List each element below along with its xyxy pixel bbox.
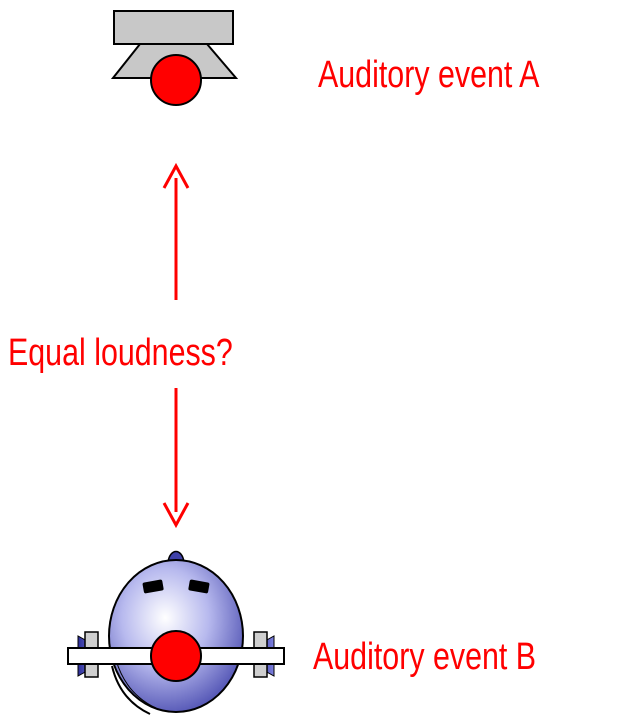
loudspeaker-icon — [110, 10, 239, 106]
auditory-event-b-label: Auditory event B — [313, 636, 537, 678]
auditory-event-a-label: Auditory event A — [318, 54, 540, 96]
equal-loudness-question: Equal loudness? — [8, 332, 233, 374]
double-arrow-icon — [162, 162, 190, 529]
listener-head-with-headphones-icon — [67, 550, 285, 715]
